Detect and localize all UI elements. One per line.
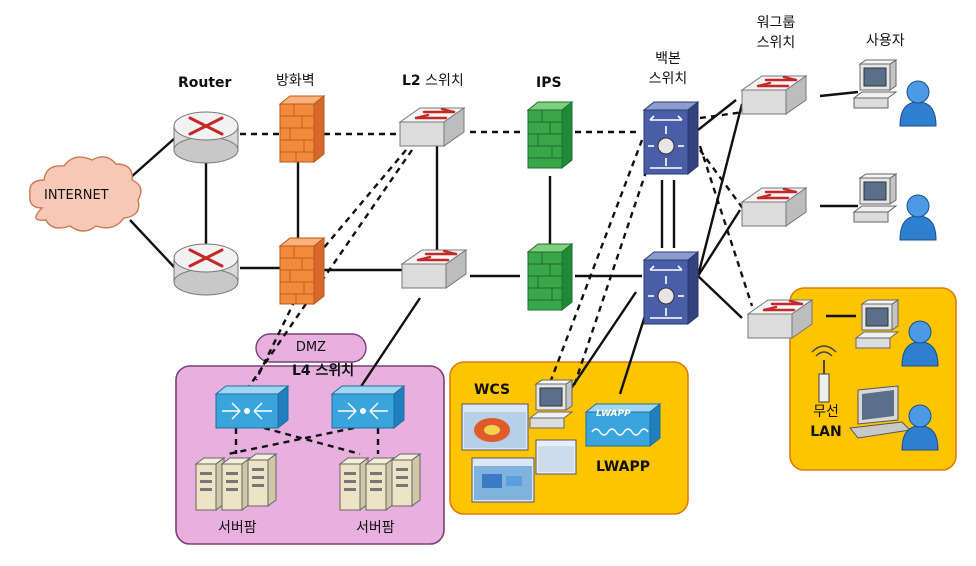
- dashed-links: [227, 110, 754, 456]
- firewall-icon[interactable]: [279, 237, 325, 305]
- switch-icon[interactable]: [740, 74, 808, 116]
- wireless-lan-label-line1: 무선: [813, 404, 839, 420]
- lwapp-label: LWAPP: [596, 459, 651, 475]
- workgroup-switch-label-line1: 워그룹: [756, 15, 796, 31]
- router-icon[interactable]: [172, 242, 240, 297]
- ips-icon[interactable]: [527, 243, 573, 311]
- switch-icon[interactable]: [398, 106, 466, 148]
- router-icon[interactable]: [172, 110, 240, 165]
- server-icon: [339, 457, 369, 511]
- monitor-screenshot-icon: [461, 403, 529, 451]
- wireless-lan-label-line2: LAN: [810, 424, 842, 440]
- dmz-label: DMZ: [295, 340, 327, 355]
- router-label: Router: [178, 75, 232, 91]
- switch-icon[interactable]: [400, 248, 468, 290]
- user-icon: [899, 80, 937, 127]
- user-label: 사용자: [866, 33, 905, 49]
- lwapp-controller-icon[interactable]: [584, 402, 662, 448]
- server-farm-right-label: 서버팜: [356, 520, 395, 536]
- ips-icon[interactable]: [527, 101, 573, 169]
- backbone-switch-label-line2: 스위치: [648, 71, 688, 87]
- internet-label: INTERNET: [44, 188, 109, 203]
- l4-switch-icon[interactable]: [215, 385, 289, 429]
- solid-links: [129, 90, 859, 397]
- desktop-computer-icon[interactable]: [853, 59, 897, 109]
- firewall-icon[interactable]: [279, 95, 325, 163]
- dmz-label-pill: [255, 333, 367, 363]
- server-icon: [195, 457, 225, 511]
- l4-switch-icon[interactable]: [331, 385, 405, 429]
- backbone-switch-icon[interactable]: [643, 251, 699, 325]
- server-farm-left-label: 서버팜: [218, 520, 257, 536]
- server-icon: [365, 457, 395, 511]
- server-icon: [247, 453, 277, 507]
- server-icon: [221, 457, 251, 511]
- ips-label: IPS: [536, 75, 562, 91]
- lwapp-badge-label: LWAPP: [596, 409, 631, 419]
- backbone-switch-label-line1: 백본: [655, 51, 681, 67]
- l4-switch-label: L4 스위치: [292, 363, 355, 379]
- switch-icon[interactable]: [740, 186, 808, 228]
- l2-switch-label: L2 스위치: [402, 72, 464, 90]
- server-icon: [391, 453, 421, 507]
- backbone-switch-icon[interactable]: [643, 101, 699, 175]
- cloud-icon: [29, 156, 142, 232]
- user-icon: [899, 194, 937, 241]
- monitor-screenshot-icon: [535, 439, 577, 475]
- wcs-label: WCS: [474, 382, 511, 398]
- laptop-icon[interactable]: [849, 385, 912, 439]
- l2-switch-label-suffix: 스위치: [425, 73, 464, 89]
- access-point-icon[interactable]: [811, 345, 837, 403]
- desktop-computer-icon[interactable]: [853, 173, 897, 223]
- monitor-screenshot-icon: [471, 457, 535, 503]
- l2-switch-label-prefix: L2: [402, 73, 421, 89]
- firewall-label: 방화벽: [276, 73, 315, 89]
- workgroup-switch-label-line2: 스위치: [756, 35, 796, 51]
